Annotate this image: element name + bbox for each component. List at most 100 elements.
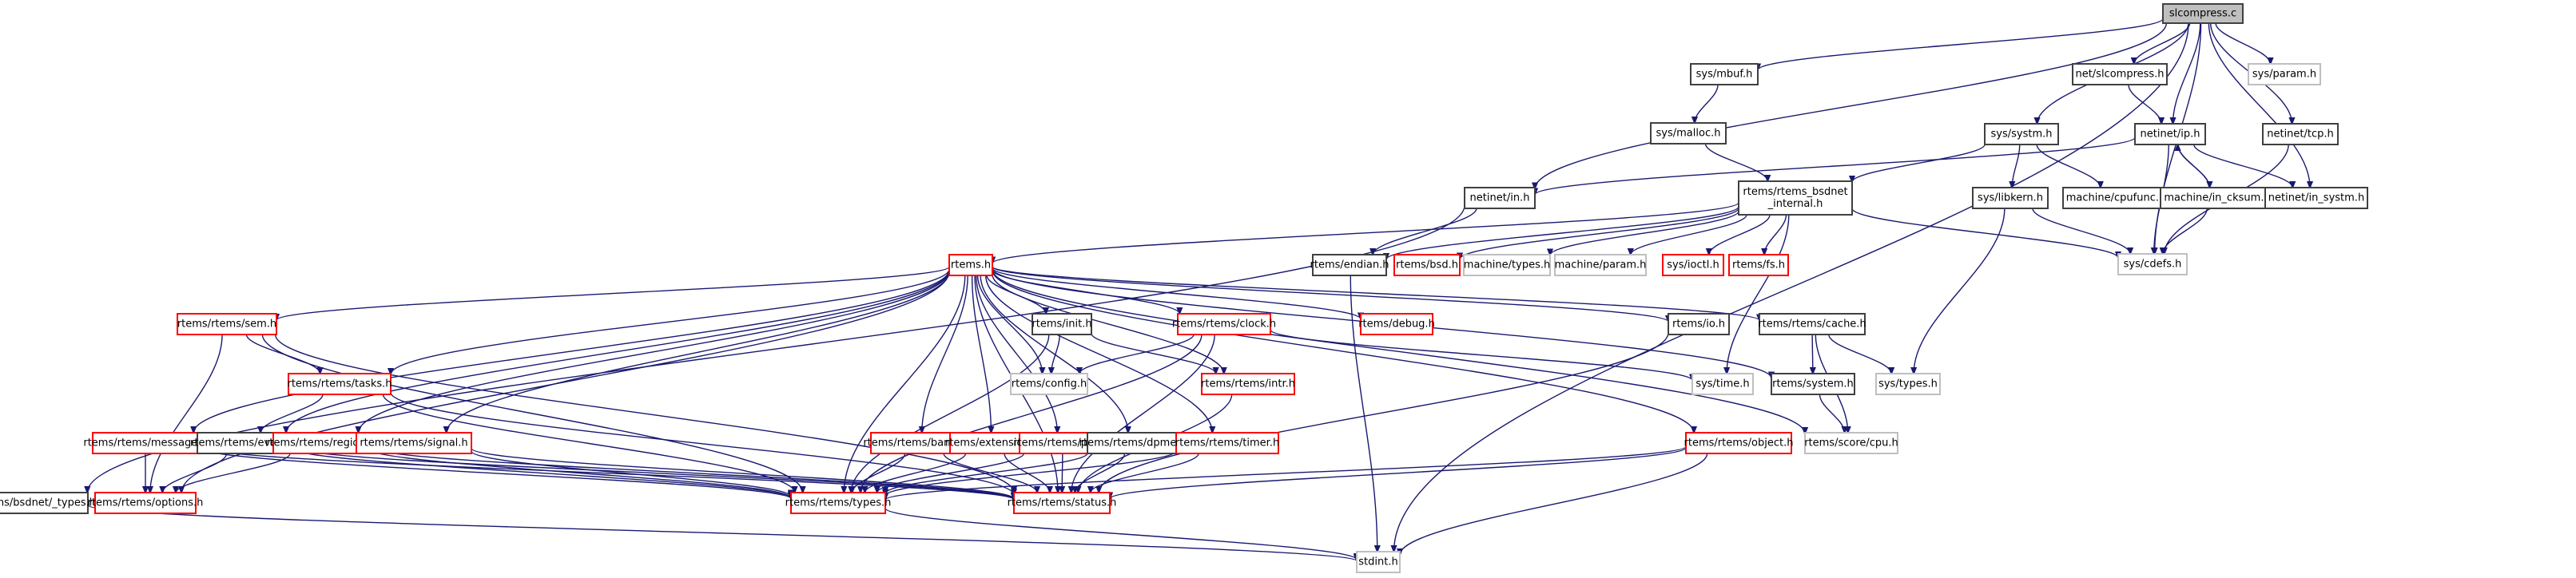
node-label: netinet/ip.h (2141, 129, 2200, 141)
node-box (1728, 254, 1789, 276)
node-box (1759, 313, 1866, 335)
node-box (1201, 373, 1295, 395)
edge-slcompress_c-to-sys_param (2215, 22, 2270, 64)
node-label: rtems/debug.h (1358, 319, 1435, 331)
node-box (1356, 551, 1401, 573)
node-label: rtems/system.h (1772, 378, 1854, 390)
edge-rtems_region-to-rtems_types (367, 448, 791, 497)
node-machine-cpufunc[interactable]: machine/cpufunc.h (2062, 187, 2169, 209)
node-rtems-init[interactable]: rtems/init.h (1032, 313, 1092, 335)
node-label: rtems/rtems/status.h (1008, 497, 1117, 509)
node-rtems-debug[interactable]: rtems/debug.h (1358, 313, 1435, 335)
node-box (1013, 492, 1111, 514)
node-label: rtems/fs.h (1732, 259, 1785, 271)
edge-rtems_region-to-rtems_options (176, 453, 291, 493)
node-label: rtems/rtems_bsdnet (1743, 186, 1847, 198)
node-rtems-io[interactable]: rtems/io.h (1668, 313, 1730, 335)
node-rtems-fs[interactable]: rtems/fs.h (1728, 254, 1789, 276)
node-rtems-signal[interactable]: rtems/rtems/signal.h (356, 432, 472, 454)
node-label: rtems/extension.h (945, 437, 1040, 449)
node-label: netinet/in.h (1470, 192, 1530, 204)
node-rtems-intr[interactable]: rtems/rtems/intr.h (1201, 373, 1295, 395)
node-label: _internal.h (1767, 198, 1823, 210)
node-rtems-h[interactable]: rtems.h (948, 254, 993, 276)
node-label: rtems/rtems/message.h (83, 437, 207, 449)
node-label: stdint.h (1358, 556, 1397, 568)
edge-rtems_event-to-rtems_status (289, 445, 1014, 499)
node-netinet-ip[interactable]: netinet/ip.h (2134, 123, 2206, 145)
node-label: sys/types.h (1878, 378, 1938, 390)
node-box (2117, 253, 2188, 275)
node-label: rtems/bsdnet/_types.h (0, 497, 96, 509)
node-label: sys/systm.h (1991, 129, 2053, 141)
node-rtems-sem[interactable]: rtems/rtems/sem.h (177, 313, 277, 335)
node-label: sys/mbuf.h (1696, 69, 1753, 81)
node-rtems-cache[interactable]: rtems/rtems/cache.h (1758, 313, 1866, 335)
node-sys-mbuf[interactable]: sys/mbuf.h (1690, 63, 1759, 85)
node-label: rtems/rtems/barrier.h (863, 437, 974, 449)
node-rtems-clock[interactable]: rtems/rtems/clock.h (1172, 313, 1276, 335)
node-rtems-object[interactable]: rtems/rtems/object.h (1684, 432, 1794, 454)
node-rtems-bsdnet-types[interactable]: rtems/bsdnet/_types.h (0, 492, 96, 514)
edge-sys_mbuf-to-sys_malloc (1695, 84, 1719, 123)
edge-rtems_bsdnet_internal-to-sys_ioctl (1709, 214, 1771, 255)
edge-rtems_h-to-rtems_config (976, 275, 1043, 374)
edge-sys_libkern-to-sys_types (1914, 208, 2006, 374)
edge-rtems_h-to-rtems_region (358, 271, 950, 433)
node-rtems-timer[interactable]: rtems/rtems/timer.h (1175, 432, 1279, 454)
node-netinet-in[interactable]: netinet/in.h (1464, 187, 1536, 209)
node-sys-time: sys/time.h (1691, 373, 1754, 395)
node-rtems-region[interactable]: rtems/rtems/region.h (265, 432, 376, 454)
node-rtems-endian[interactable]: rtems/endian.h (1310, 254, 1389, 276)
node-sys-libkern[interactable]: sys/libkern.h (1972, 187, 2049, 209)
node-netinet-in-systm[interactable]: netinet/in_systm.h (2264, 187, 2368, 209)
edge-rtems_event-to-rtems_types (289, 447, 791, 498)
node-box (1690, 63, 1759, 85)
edge-rtems_h-to-rtems_cache (992, 266, 1759, 320)
edge-rtems_timer-to-rtems_status (1091, 453, 1199, 493)
node-net-slcompress[interactable]: net/slcompress.h (2072, 63, 2168, 85)
node-rtems-options[interactable]: rtems/rtems/options.h (88, 492, 204, 514)
node-rtems-bsdnet-internal[interactable]: rtems/rtems_bsdnet_internal.h (1738, 180, 1853, 216)
node-label: machine/types.h (1464, 259, 1550, 271)
node-label: machine/in_cksum.h (2164, 192, 2270, 204)
edge-rtems_signal-to-rtems_types (471, 450, 791, 496)
node-rtems-status[interactable]: rtems/rtems/status.h (1008, 492, 1117, 514)
edge-rtems_extension-to-rtems_types (865, 453, 967, 493)
node-label: rtems/rtems/types.h (785, 497, 892, 509)
edge-rtems_bsdnet_types-to-stdint (87, 505, 1357, 561)
node-rtems-bsd[interactable]: rtems/bsd.h (1393, 254, 1461, 276)
node-sys-systm[interactable]: sys/systm.h (1984, 123, 2059, 145)
node-label: rtems/rtems/tasks.h (287, 378, 392, 390)
node-box (2262, 123, 2339, 145)
edge-machine_in_cksum-to-netinet_ip (2178, 144, 2211, 188)
node-sys-ioctl[interactable]: sys/ioctl.h (1662, 254, 1724, 276)
edge-sys_systm-to-machine_cpufunc (2036, 144, 2101, 188)
node-rtems-message[interactable]: rtems/rtems/message.h (83, 432, 208, 454)
node-netinet-tcp[interactable]: netinet/tcp.h (2262, 123, 2339, 145)
node-label: rtems/rtems/dpmem.h (1079, 437, 1197, 449)
node-box (1875, 373, 1941, 395)
node-box (1972, 187, 2049, 209)
node-rtems-types[interactable]: rtems/rtems/types.h (785, 492, 892, 514)
node-label: rtems/bsd.h (1396, 259, 1458, 271)
node-label: netinet/tcp.h (2267, 129, 2334, 141)
node-rtems-dpmem[interactable]: rtems/rtems/dpmem.h (1079, 432, 1197, 454)
node-slcompress-c[interactable]: slcompress.c (2162, 3, 2244, 24)
edge-slcompress_c-to-netinet_ip (2173, 22, 2201, 124)
edge-rtems_cache-to-rtems_system (1812, 334, 1813, 374)
edge-rtems_dpmem-to-rtems_status (1075, 453, 1126, 493)
edge-net_slcompress-to-netinet_ip (2128, 84, 2161, 124)
edge-slcompress_c-to-netinet_in (1535, 22, 2167, 188)
node-rtems-system[interactable]: rtems/system.h (1771, 373, 1855, 395)
node-sys-malloc[interactable]: sys/malloc.h (1650, 122, 1727, 144)
edge-rtems_h-to-rtems_part (976, 275, 1058, 433)
node-layer: slcompress.c sys/mbuf.h net/slcompress.h sy… (0, 3, 2368, 573)
node-machine-in-cksum[interactable]: machine/in_cksum.h (2160, 187, 2275, 209)
edge-slcompress_c-to-stdint (1394, 22, 2189, 552)
node-rtems-tasks[interactable]: rtems/rtems/tasks.h (287, 373, 392, 395)
node-box (948, 254, 993, 276)
edge-rtems_sem-to-rtems_options (150, 334, 223, 493)
node-label: rtems/io.h (1672, 319, 1725, 331)
edge-rtems_sem-to-rtems_types (261, 334, 802, 493)
